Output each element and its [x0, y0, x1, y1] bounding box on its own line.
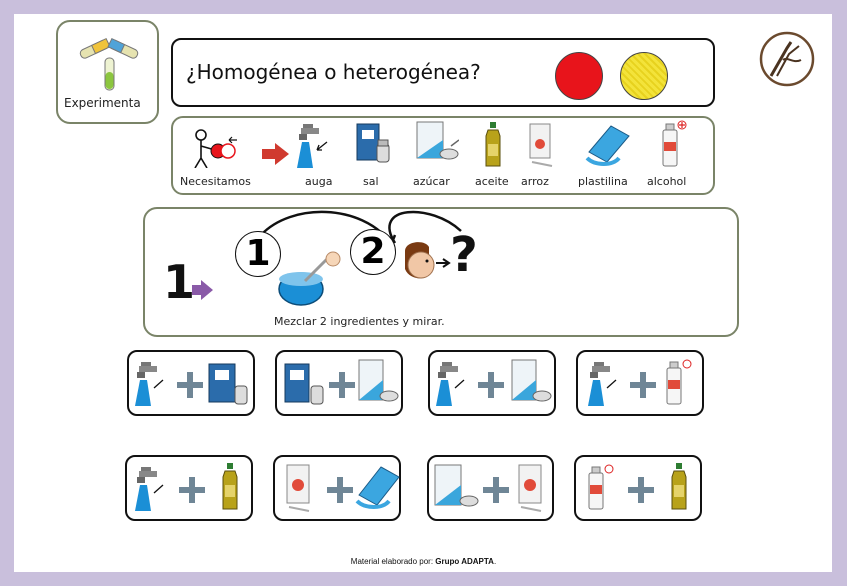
- tap-water-icon: [588, 362, 617, 406]
- test-tubes-icon: [79, 37, 139, 91]
- item-label-aceite: aceite: [475, 175, 509, 188]
- combo-card-2[interactable]: [275, 350, 403, 416]
- item-label-plastilina: plastilina: [578, 175, 628, 188]
- plus-icon: [327, 477, 353, 503]
- rice-box-icon: [286, 464, 310, 512]
- sugar-icon: [358, 359, 399, 402]
- item-label-sal: sal: [363, 175, 379, 188]
- num-circle-1: 1: [235, 231, 281, 277]
- person-holding-icon: [194, 129, 237, 168]
- plasticine-icon: [585, 125, 630, 166]
- num-1-text: 1: [245, 233, 271, 274]
- page-title: ¿Homogénea o heterogénea?: [186, 60, 481, 84]
- footer-brand: Grupo ADAPTA: [435, 557, 494, 566]
- tap-water-icon: [135, 467, 164, 511]
- plus-icon: [478, 372, 504, 398]
- alcohol-bottle-icon: [662, 120, 687, 167]
- materials-box: Necesitamos auga sal azúcar aceite arr: [171, 116, 715, 195]
- yellow-circle: [620, 52, 668, 100]
- look-face-icon: [405, 242, 451, 279]
- sugar-icon: [416, 121, 459, 160]
- tap-water-icon: [436, 362, 465, 406]
- oil-bottle-icon: [671, 463, 687, 510]
- plus-icon: [177, 372, 203, 398]
- salt-icon: [208, 363, 248, 405]
- plus-icon: [179, 477, 205, 503]
- combo-card-1[interactable]: [127, 350, 255, 416]
- grupo-adapta-logo: [759, 31, 815, 87]
- salt-icon: [284, 363, 324, 405]
- oil-bottle-icon: [485, 122, 501, 167]
- footer-prefix: Material elaborado por:: [350, 557, 436, 566]
- item-label-azucar: azúcar: [413, 175, 450, 188]
- arrow-right-icon: [262, 143, 289, 165]
- experimenta-label: Experimenta: [64, 96, 141, 110]
- combo-card-4[interactable]: [576, 350, 704, 416]
- num-circle-2: 2: [350, 229, 396, 275]
- alcohol-bottle-icon: [588, 464, 614, 510]
- question-mark: ?: [450, 227, 478, 283]
- rice-box-icon: [529, 123, 553, 167]
- combo-card-7[interactable]: [427, 455, 554, 521]
- item-label-auga: auga: [305, 175, 333, 188]
- alcohol-bottle-icon: [666, 359, 692, 405]
- footer-suffix: .: [493, 557, 497, 566]
- step-box: 1 1 2 ? Mezclar 2 ingredientes y mirar.: [143, 207, 739, 337]
- combo-card-8[interactable]: [574, 455, 702, 521]
- tap-water-icon: [135, 362, 164, 406]
- footer-credit: Material elaborado por: Grupo ADAPTA.: [0, 557, 847, 566]
- plus-icon: [483, 477, 509, 503]
- combo-card-3[interactable]: [428, 350, 556, 416]
- combo-card-6[interactable]: [273, 455, 401, 521]
- sugar-icon: [511, 359, 552, 402]
- plus-icon: [630, 372, 656, 398]
- item-label-arroz: arroz: [521, 175, 549, 188]
- step-caption: Mezclar 2 ingredientes y mirar.: [274, 315, 445, 328]
- sugar-icon: [434, 464, 479, 507]
- salt-icon: [356, 123, 390, 163]
- combo-card-5[interactable]: [125, 455, 253, 521]
- rice-box-icon: [518, 464, 542, 512]
- step-arrow-icon: [192, 280, 213, 300]
- plus-icon: [628, 477, 654, 503]
- experimenta-card: Experimenta: [56, 20, 159, 124]
- red-circle: [555, 52, 603, 100]
- tap-water-icon: [297, 124, 328, 168]
- necesitamos-label: Necesitamos: [180, 175, 251, 188]
- item-label-alcohol: alcohol: [647, 175, 687, 188]
- title-box: ¿Homogénea o heterogénea?: [171, 38, 715, 107]
- plasticine-icon: [355, 466, 400, 509]
- num-2-text: 2: [360, 231, 386, 272]
- oil-bottle-icon: [222, 463, 238, 510]
- step-number: 1: [163, 255, 196, 309]
- plus-icon: [329, 372, 355, 398]
